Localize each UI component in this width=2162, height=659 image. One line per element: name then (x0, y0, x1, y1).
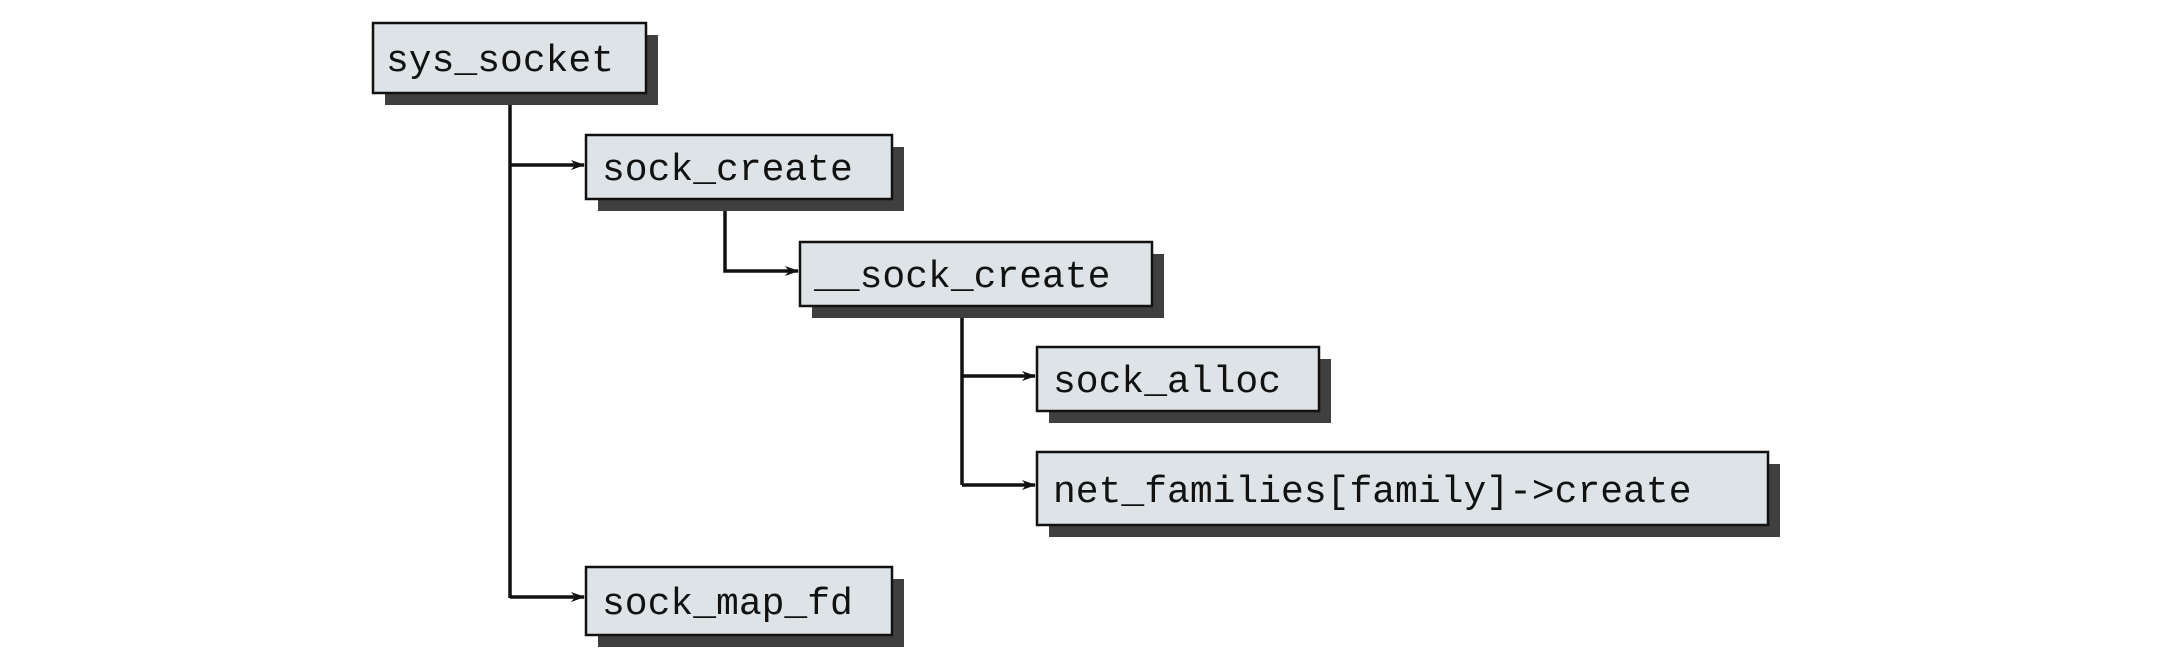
node-label-sock-alloc: sock_alloc (1053, 361, 1281, 404)
node-box (584, 133, 894, 201)
node-label-net-families-create: net_families[family]->create (1053, 471, 1692, 514)
node-box (1035, 345, 1321, 413)
node-net-families-create: net_families[family]->create (1035, 450, 1780, 537)
node-box (1035, 450, 1770, 527)
node-sys-socket: sys_socket (371, 21, 658, 105)
node-box (371, 21, 648, 95)
node-__sock-create: __sock_create (798, 240, 1164, 318)
connectors (508, 94, 1036, 602)
node-label-__sock-create: __sock_create (813, 256, 1110, 299)
node-box (798, 240, 1154, 308)
node-sock-map-fd: sock_map_fd (584, 565, 904, 647)
node-label-sys-socket: sys_socket (386, 40, 614, 83)
node-sock-create: sock_create (584, 133, 904, 211)
connector-sock-create-to-__sock-create (723, 201, 799, 276)
node-box (584, 565, 894, 637)
node-label-sock-create: sock_create (602, 149, 853, 192)
node-sock-alloc: sock_alloc (1035, 345, 1331, 423)
node-label-sock-map-fd: sock_map_fd (602, 583, 853, 626)
